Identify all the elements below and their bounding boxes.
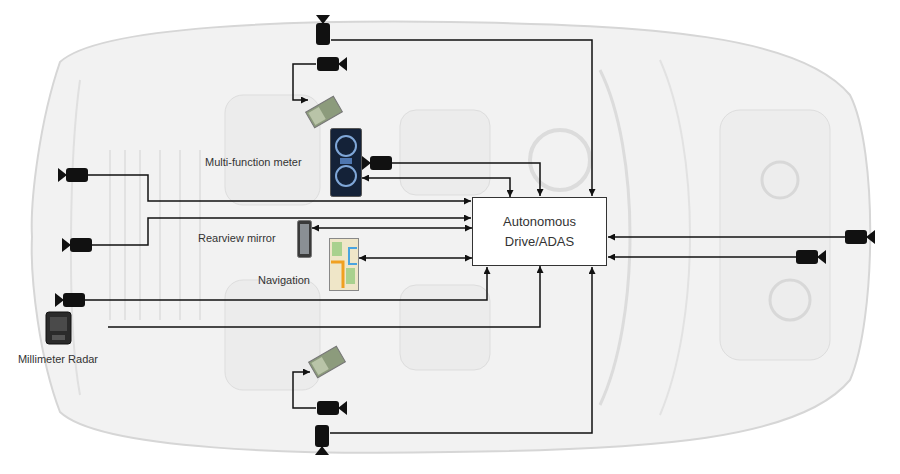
controller-box: Autonomous Drive/ADAS (472, 197, 607, 266)
part-label: Navigation (258, 274, 310, 287)
rearview-mirror: Rearview mirror (198, 219, 312, 259)
box-title: Autonomous Drive/ADAS (473, 208, 606, 255)
signal-connector (312, 227, 472, 229)
signal-connector (108, 266, 540, 327)
navigation-screen-picture (329, 238, 359, 291)
meter-display-picture (330, 128, 362, 197)
part-label: Millimeter Radar (18, 353, 98, 366)
navigation-screen: Navigation (258, 236, 359, 291)
meter-display: Multi-function meter (205, 127, 362, 198)
radar-sensor: Millimeter Radar (8, 311, 108, 367)
signal-connector (359, 257, 472, 259)
signal-connector (362, 178, 510, 197)
part-label: Rearview mirror (198, 232, 276, 245)
radar-sensor-picture (45, 311, 72, 345)
rearview-mirror-picture (297, 220, 312, 258)
part-label: Multi-function meter (205, 156, 302, 169)
